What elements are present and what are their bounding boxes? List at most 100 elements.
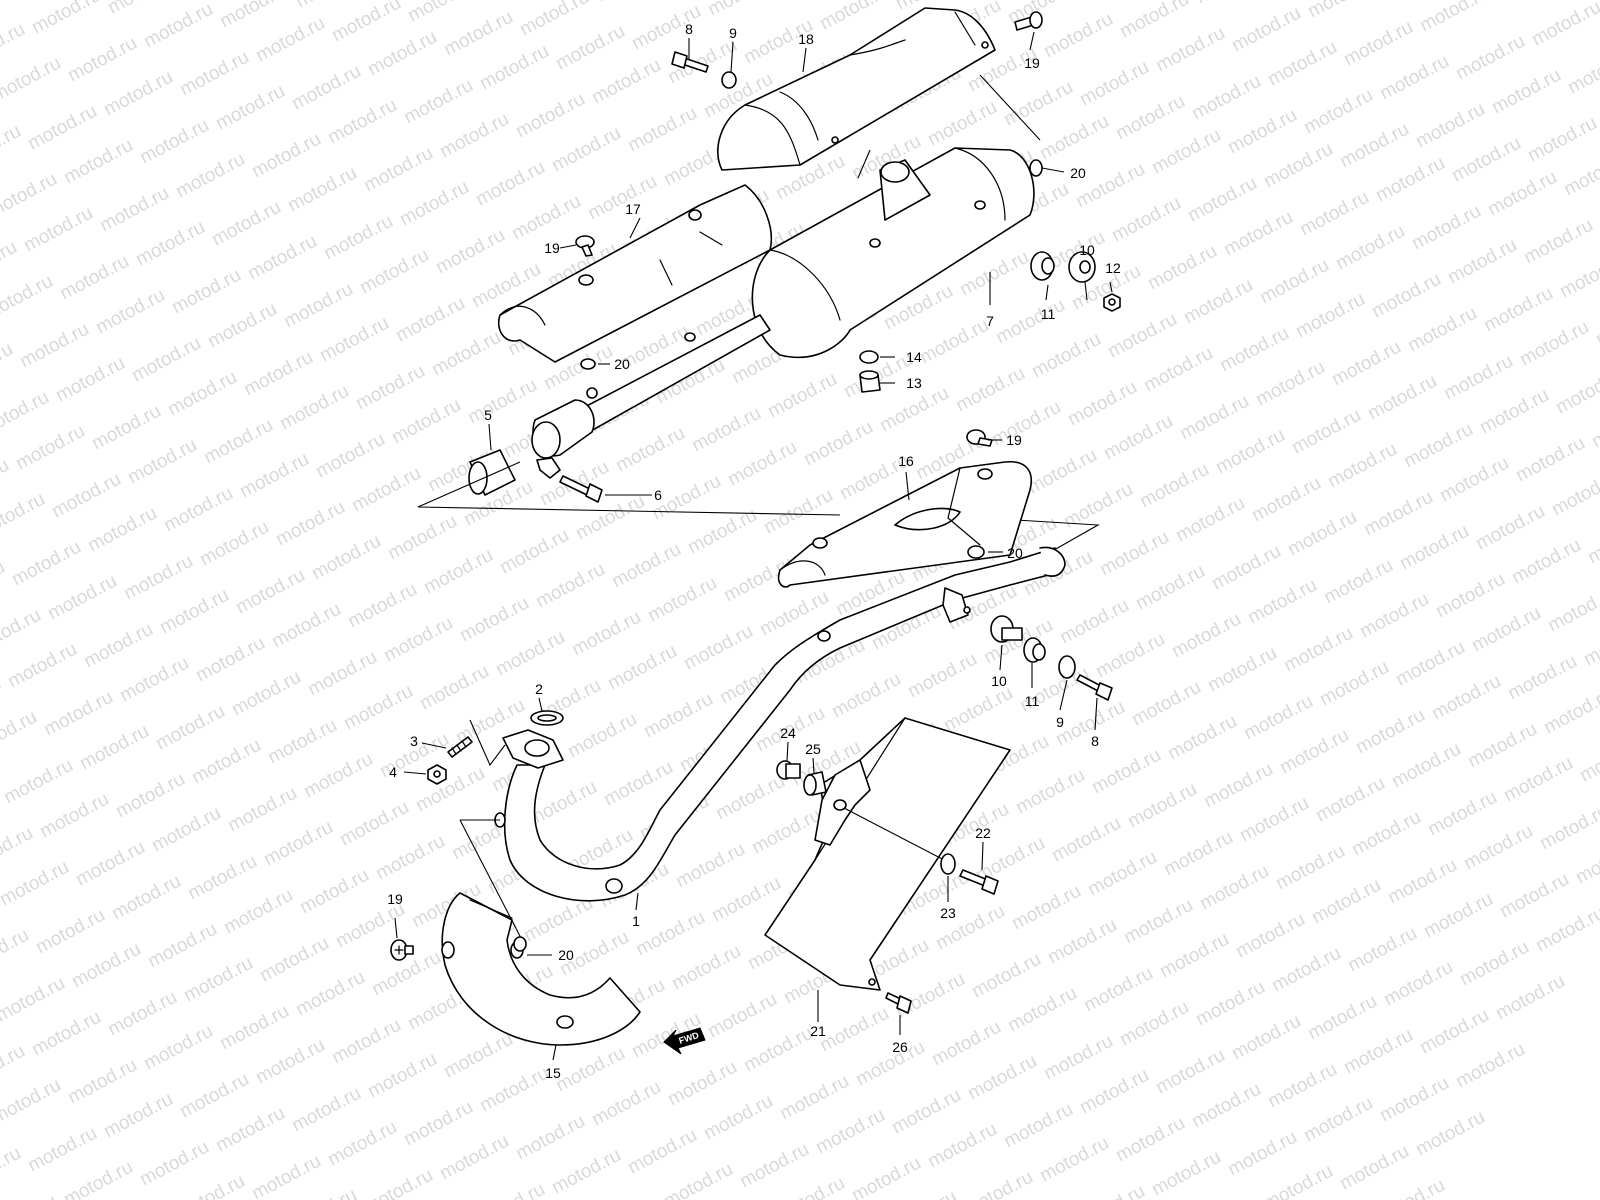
watermark-text: motod.ru (552, 1043, 628, 1097)
watermark-text: motod.ru (924, 1119, 1000, 1173)
watermark-text: motod.ru (240, 347, 316, 401)
watermark-text: motod.ru (472, 1179, 548, 1200)
watermark-text: motod.ru (208, 197, 284, 251)
watermark-text: motod.ru (888, 1085, 964, 1139)
watermark-text: motod.ru (512, 89, 588, 143)
callout-14: 14 (906, 349, 922, 365)
callout-12: 12 (1105, 260, 1121, 276)
watermark-text: motod.ru (216, 1001, 292, 1055)
watermark-text: motod.ru (1300, 1093, 1376, 1147)
part-6-bolt (559, 475, 603, 503)
watermark-text: motod.ru (1388, 739, 1464, 793)
watermark-text: motod.ru (1188, 71, 1264, 125)
watermark-text: motod.ru (1516, 317, 1592, 371)
watermark-text: motod.ru (1424, 787, 1500, 841)
watermark-text: motod.ru (1528, 0, 1600, 50)
watermark-text: motod.ru (384, 511, 460, 565)
watermark-text: motod.ru (1236, 793, 1312, 847)
watermark-text: motod.ru (800, 417, 876, 471)
watermark-text: motod.ru (1404, 303, 1480, 357)
watermark-text: motod.ru (1204, 643, 1280, 697)
watermark-text: motod.ru (396, 177, 472, 231)
watermark-text: motod.ru (852, 1037, 928, 1091)
guard-leader-line (459, 819, 523, 941)
watermark-text: motod.ru (436, 1131, 512, 1185)
watermark-text: motod.ru (592, 0, 668, 6)
watermark-text: motod.ru (0, 973, 69, 1027)
part-21-protector (764, 717, 1011, 991)
watermark-text: motod.ru (1152, 23, 1228, 77)
watermark-text: motod.ru (360, 1165, 436, 1200)
watermark-text: motod.ru (1224, 105, 1300, 159)
callout-2: 2 (535, 681, 543, 697)
watermark-text: motod.ru (1484, 167, 1560, 221)
watermark-text: motod.ru (644, 573, 720, 627)
watermark-text: motod.ru (400, 1097, 476, 1151)
watermark-text: motod.ru (388, 395, 464, 449)
watermark-text: motod.ru (1220, 207, 1296, 261)
watermark-text: motod.ru (1192, 977, 1268, 1031)
watermark-text: motod.ru (400, 75, 476, 129)
watermark-text: motod.ru (1480, 283, 1556, 337)
watermark-text: motod.ru (292, 0, 368, 12)
watermark-text: motod.ru (1160, 827, 1236, 881)
watermark-text: motod.ru (308, 531, 384, 585)
part-9-washer-lower (1058, 655, 1076, 679)
watermark-text: motod.ru (1148, 125, 1224, 179)
watermark-text: motod.ru (0, 557, 9, 611)
watermark-text: motod.ru (1028, 329, 1104, 383)
watermark-text: motod.ru (4, 639, 80, 693)
watermark-text: motod.ru (1072, 1181, 1148, 1200)
part-20-washer-a (1029, 159, 1043, 177)
watermark-text: motod.ru (1520, 215, 1596, 269)
watermark-text: motod.ru (1304, 991, 1380, 1045)
part-5-sleeve (468, 449, 516, 496)
watermark-text: motod.ru (1012, 765, 1088, 819)
watermark-text: motod.ru (36, 789, 112, 843)
watermark-text: motod.ru (1468, 603, 1544, 657)
watermark-text: motod.ru (172, 1171, 248, 1200)
watermark-text: motod.ru (628, 1, 704, 55)
part-12-nut (1103, 293, 1121, 312)
watermark-text: motod.ru (1168, 609, 1244, 663)
watermark-text: motod.ru (1108, 193, 1184, 247)
watermark-text: motod.ru (416, 661, 492, 715)
watermark-text: motod.ru (136, 115, 212, 169)
watermark-text: motod.ru (324, 95, 400, 149)
watermark-text: motod.ru (120, 551, 196, 605)
watermark-text: motod.ru (288, 61, 364, 115)
callout-26: 26 (892, 1039, 908, 1055)
watermark-text: motod.ru (748, 805, 824, 859)
watermark-text: motod.ru (712, 771, 788, 825)
watermark-text: motod.ru (776, 1071, 852, 1125)
watermark-text: motod.ru (568, 607, 644, 661)
callout-9-upper: 9 (729, 25, 737, 41)
part-7-inlet-pipe (531, 314, 771, 479)
watermark-text: motod.ru (284, 163, 360, 217)
watermark-text: motod.ru (252, 1035, 328, 1089)
part-13-bush (859, 370, 881, 393)
watermark-text: motod.ru (548, 123, 624, 177)
watermark-text: motod.ru (1296, 187, 1372, 241)
watermark-text: motod.ru (1504, 651, 1580, 705)
watermark-text: motod.ru (1544, 583, 1600, 637)
watermark-text: motod.ru (1340, 1025, 1416, 1079)
callout-22: 22 (975, 825, 991, 841)
watermark-text: motod.ru (1360, 487, 1436, 541)
watermark-text: motod.ru (336, 797, 412, 851)
watermark-text: motod.ru (760, 485, 836, 539)
watermark-text: motod.ru (1280, 623, 1356, 677)
watermark-text: motod.ru (1000, 77, 1076, 131)
watermark-text: motod.ru (1024, 445, 1100, 499)
watermark-text: motod.ru (96, 183, 172, 237)
watermark-text: motod.ru (112, 769, 188, 823)
watermark-text: motod.ru (420, 545, 496, 599)
watermark-text: motod.ru (816, 1003, 892, 1057)
watermark-text: motod.ru (1412, 99, 1488, 153)
watermark-text: motod.ru (1536, 801, 1600, 855)
callout-11-upper: 11 (1041, 306, 1056, 322)
watermark-text: motod.ru (0, 237, 21, 291)
watermark-text: motod.ru (1200, 759, 1276, 813)
part-11-bush-lower (1023, 637, 1046, 663)
watermark-text: motod.ru (1224, 1127, 1300, 1181)
